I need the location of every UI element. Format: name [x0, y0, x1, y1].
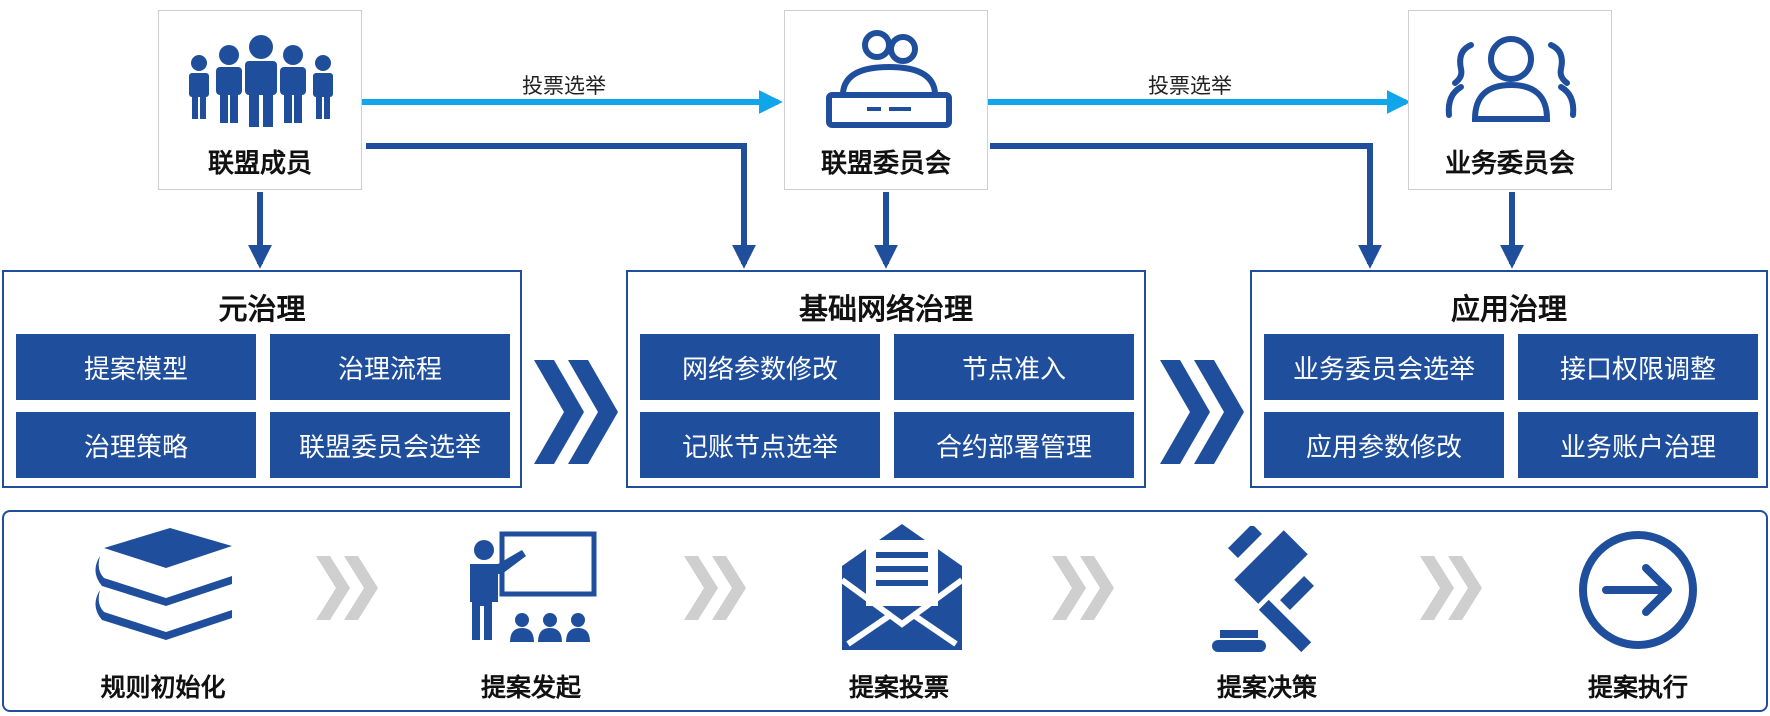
actor-label: 联盟成员	[207, 149, 312, 179]
governance-item: 记账节点选举	[640, 412, 880, 478]
step-label: 提案决策	[1216, 673, 1317, 702]
users-icon	[1445, 36, 1577, 122]
gavel-icon	[1212, 526, 1314, 653]
panel-meta-governance: 元治理 提案模型 治理流程 治理策略 联盟委员会选举	[2, 270, 522, 488]
governance-item: 治理策略	[16, 412, 256, 478]
panel-title: 应用治理	[1450, 292, 1567, 326]
chevron-icon	[1052, 556, 1114, 620]
governance-item: 节点准入	[894, 334, 1134, 400]
actor-label: 联盟委员会	[820, 149, 951, 179]
step-label: 提案发起	[480, 673, 581, 702]
governance-item: 业务委员会选举	[1264, 334, 1504, 400]
governance-item: 合约部署管理	[894, 412, 1134, 478]
governance-item: 网络参数修改	[640, 334, 880, 400]
committee-desk-icon	[826, 30, 952, 128]
actor-business-committee: 业务委员会	[1408, 10, 1612, 190]
edge-label: 投票选举	[1148, 74, 1232, 98]
chevron-icon	[684, 556, 746, 620]
panel-application-governance: 应用治理 业务委员会选举 接口权限调整 应用参数修改 业务账户治理	[1250, 270, 1768, 488]
panel-network-governance: 基础网络治理 网络参数修改 节点准入 记账节点选举 合约部署管理	[626, 270, 1146, 488]
chevron-icon	[534, 360, 618, 464]
people-group-icon	[189, 35, 333, 127]
governance-item: 提案模型	[16, 334, 256, 400]
panel-title: 基础网络治理	[798, 292, 973, 326]
chevron-icon	[1420, 556, 1482, 620]
edge-label: 投票选举	[522, 74, 606, 98]
governance-item: 治理流程	[270, 334, 510, 400]
step-label: 规则初始化	[100, 673, 226, 702]
governance-item: 应用参数修改	[1264, 412, 1504, 478]
step-label: 提案执行	[1587, 673, 1688, 702]
member-to-network-edge	[366, 143, 756, 269]
panel-title: 元治理	[218, 292, 306, 326]
chevron-icon	[1160, 360, 1244, 464]
chevron-icon	[316, 556, 378, 620]
step-label: 提案投票	[848, 673, 949, 702]
actor-alliance-members: 联盟成员	[158, 10, 362, 190]
committee-to-app-edge	[990, 143, 1382, 269]
governance-item: 接口权限调整	[1518, 334, 1758, 400]
envelope-icon	[840, 524, 964, 650]
books-icon	[95, 528, 232, 640]
arrow-circle-icon	[1579, 531, 1697, 649]
actor-alliance-committee: 联盟委员会	[784, 10, 988, 190]
governance-item: 业务账户治理	[1518, 412, 1758, 478]
presentation-icon	[470, 531, 597, 642]
actor-label: 业务委员会	[1444, 149, 1575, 179]
governance-item: 联盟委员会选举	[270, 412, 510, 478]
proposal-process-panel	[2, 510, 1768, 712]
